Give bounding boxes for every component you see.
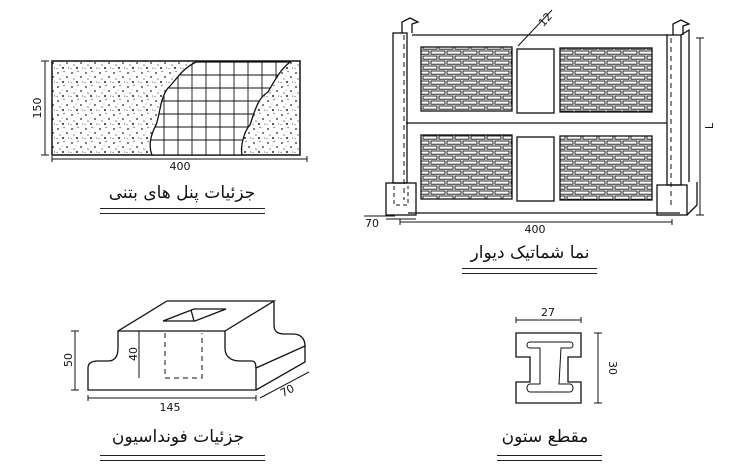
- left-footing: [385, 182, 417, 216]
- panel-height-dimension: [41, 60, 49, 156]
- foundation-front: [87, 330, 257, 391]
- column-height-label: 30: [606, 361, 619, 375]
- column-caption: مقطع ستون: [501, 427, 589, 447]
- elevation-footing-label: 70: [365, 217, 379, 230]
- column-reinforcement: [526, 341, 574, 393]
- elevation-caption: نما شماتیک دیوار: [470, 243, 590, 263]
- brick-panel-top-right: [559, 47, 653, 113]
- elevation-figure: [364, 9, 704, 225]
- foundation-caption-underline: [100, 455, 265, 461]
- foundation-depth-label: 70: [278, 382, 296, 400]
- column-caption-underline: [497, 455, 602, 461]
- left-column: [392, 32, 408, 184]
- opening-top: [516, 48, 555, 114]
- brick-panel-bottom-left: [420, 134, 513, 200]
- foundation-side: [255, 344, 306, 391]
- foundation-socket-opening: [162, 308, 227, 322]
- column-outline: [515, 332, 582, 404]
- panel-width-dimension: [51, 156, 308, 162]
- foundation-caption: جزئیات فونداسیون: [111, 427, 245, 447]
- elevation-width-label: 400: [525, 223, 546, 236]
- panel-width-label: 400: [170, 160, 191, 173]
- panel-caption: جزئیات پنل های بتنی: [108, 183, 256, 203]
- right-column: [666, 34, 682, 186]
- left-column-cap: [401, 17, 420, 33]
- foundation-length-label: 145: [160, 401, 181, 414]
- right-footing: [656, 184, 688, 216]
- foundation-figure: [71, 300, 310, 401]
- elevation-thickness-label: 12: [536, 10, 555, 29]
- column-width-label: 27: [541, 306, 555, 319]
- foundation-top: [117, 300, 277, 332]
- right-column-cap: [672, 19, 691, 35]
- column-section-figure: [515, 317, 602, 404]
- foundation-side-top: [273, 301, 306, 347]
- elevation-caption-underline: [462, 268, 597, 274]
- panel-figure: 150 400: [31, 60, 308, 173]
- elevation-height-label: L: [703, 122, 716, 129]
- panel-height-label: 150: [31, 98, 44, 119]
- foundation-socket-label: 40: [127, 347, 140, 361]
- panel-caption-underline: [100, 208, 265, 214]
- foundation-height-label: 50: [62, 353, 75, 367]
- brick-panel-bottom-right: [559, 135, 653, 201]
- brick-panel-top-left: [420, 46, 513, 112]
- opening-bottom: [516, 136, 555, 202]
